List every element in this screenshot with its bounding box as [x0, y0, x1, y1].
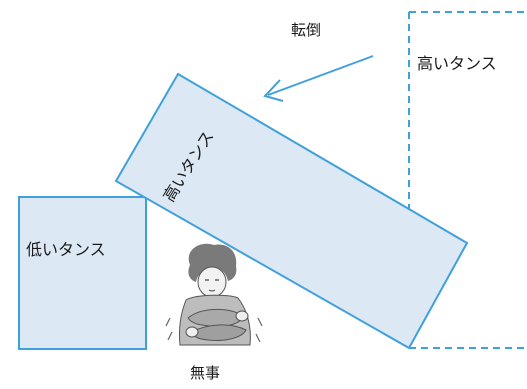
tall-cabinet-fallen: 高いタンス — [114, 72, 469, 350]
tall-cabinet-standing-label: 高いタンス — [417, 54, 497, 73]
fall-label: 転倒 — [291, 21, 321, 39]
low-cabinet-label: 低いタンス — [26, 240, 106, 259]
crouching-person-icon — [165, 243, 263, 346]
low-cabinet: 低いタンス — [18, 196, 147, 350]
tall-cabinet-fallen-box — [114, 72, 469, 350]
fall-direction-arrow-icon — [263, 55, 374, 102]
safe-label: 無事 — [190, 364, 220, 382]
low-cabinet-box — [18, 196, 147, 350]
